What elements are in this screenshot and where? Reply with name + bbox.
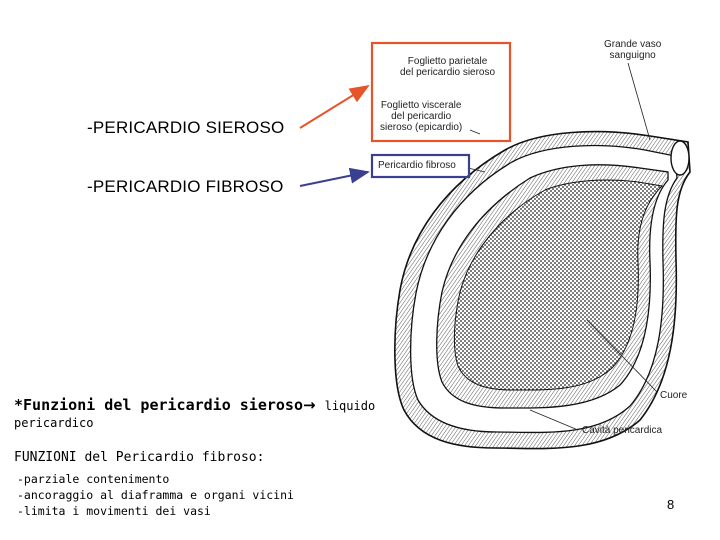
label-foglietto-parietale-line2: del pericardio sieroso bbox=[400, 67, 495, 78]
label-grande-vaso-line1: Grande vaso bbox=[604, 39, 661, 50]
arrow-to-sieroso bbox=[300, 86, 368, 128]
label-grande-vaso-line2: sanguigno bbox=[604, 50, 661, 61]
leader-grande-vaso bbox=[628, 63, 650, 140]
label-foglietto-parietale-line1: Foglietto parietale bbox=[400, 56, 495, 67]
arrow-to-fibroso bbox=[300, 172, 368, 186]
label-foglietto-parietale: Foglietto parietale del pericardio siero… bbox=[400, 56, 495, 78]
label-foglietto-viscerale-line3: sieroso (epicardio) bbox=[380, 122, 462, 133]
label-pericardio-fibroso-diagram: Pericardio fibroso bbox=[378, 160, 456, 171]
leader-viscerale bbox=[470, 130, 480, 134]
label-cavita-pericardica: Cavità pericardica bbox=[582, 425, 662, 436]
label-foglietto-viscerale: Foglietto viscerale del pericardio siero… bbox=[380, 100, 462, 133]
label-grande-vaso: Grande vaso sanguigno bbox=[604, 39, 661, 61]
label-foglietto-viscerale-line1: Foglietto viscerale bbox=[380, 100, 462, 111]
label-cuore: Cuore bbox=[660, 390, 687, 401]
label-foglietto-viscerale-line2: del pericardio bbox=[380, 111, 462, 122]
grande-vaso-opening bbox=[671, 141, 689, 175]
